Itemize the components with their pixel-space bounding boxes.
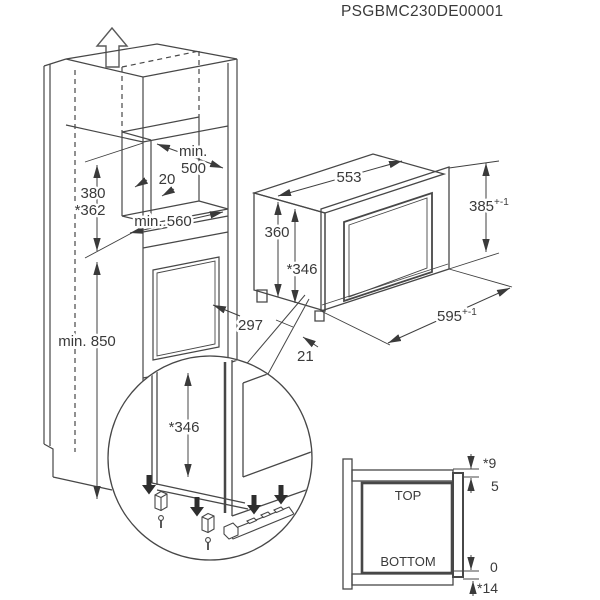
dim-line-min-560 — [129, 211, 224, 234]
dim-bottom-clearance: *14 — [477, 580, 498, 596]
oven-foot — [314, 310, 325, 322]
down-arrow-icon — [274, 485, 288, 505]
dim-line-553 — [277, 160, 403, 197]
dim-top-clearance: *9 — [483, 455, 496, 471]
dim-min-850: min. 850 — [58, 333, 116, 350]
section-top-shelf — [351, 469, 454, 482]
oven-unit-drawing — [231, 153, 450, 386]
oven-side-face — [253, 192, 326, 312]
oven-dimensions — [212, 160, 513, 348]
dim-line-595 — [387, 287, 511, 344]
dim-top-overlap: 5 — [491, 478, 499, 494]
dim-min-500-line2: 500 — [181, 160, 206, 177]
dim-21: 21 — [297, 348, 314, 365]
section-bottom-label: BOTTOM — [380, 554, 435, 569]
oven-door-window — [343, 191, 433, 303]
dim-back-gap-20: 20 — [159, 171, 176, 188]
dim-346: *346 — [287, 261, 318, 278]
down-arrow-icon — [190, 497, 204, 517]
section-top-label: TOP — [395, 488, 422, 503]
dim-min-500-line1: min. — [179, 143, 207, 160]
dim-niche-height-alt: *362 — [75, 202, 106, 219]
oven-foot — [256, 289, 268, 303]
fastener-arrows — [142, 475, 288, 517]
dim-min-560: min. 560 — [134, 213, 192, 230]
section-wall — [342, 458, 353, 590]
dim-553: 553 — [336, 169, 361, 186]
dim-595: 595+-1 — [437, 307, 477, 325]
lower-door-top-edge — [142, 231, 229, 249]
section-view-drawing — [342, 454, 479, 596]
spacer-pegs — [154, 490, 215, 550]
lower-door-window — [152, 256, 220, 361]
drawing-title: PSGBMC230DE00001 — [341, 3, 503, 20]
section-front-flange — [452, 472, 464, 578]
section-bottom-shelf — [351, 573, 454, 586]
down-arrow-icon — [142, 475, 156, 495]
dim-360: 360 — [264, 224, 289, 241]
cabinet-dimensions — [84, 142, 224, 499]
mounting-rail — [223, 506, 295, 540]
dim-niche-height: 380 — [80, 185, 105, 202]
dim-385: 385+-1 — [469, 197, 509, 215]
vent-up-arrow-icon — [95, 26, 129, 68]
oven-front-frame — [320, 166, 450, 312]
dim-line-min-500 — [156, 143, 224, 169]
down-arrow-icon — [247, 495, 261, 515]
dim-bottom-overlap: 0 — [490, 559, 498, 575]
dim-297: 297 — [238, 317, 263, 334]
dim-346-detail: *346 — [169, 419, 200, 436]
